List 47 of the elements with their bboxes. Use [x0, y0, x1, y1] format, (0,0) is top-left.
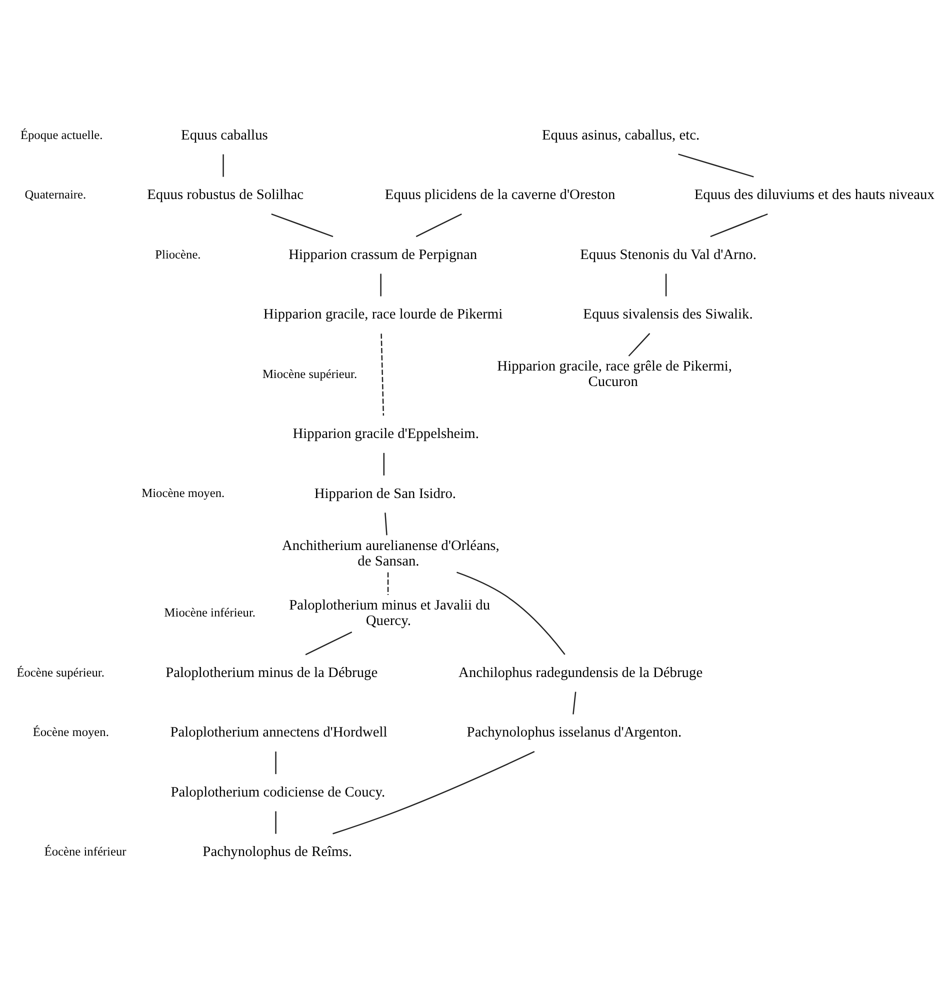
connector: [387, 572, 389, 594]
node-text: Anchitherium aurelianense d'Orléans, de Sansan.: [282, 537, 500, 569]
node-text: Equus sivalensis des Siwalik.: [583, 306, 753, 322]
node-text: Equus asinus, caballus, etc.: [542, 126, 700, 143]
connector: [275, 751, 276, 774]
node-text: Hipparion crassum de Perpignan: [288, 246, 478, 262]
node-text: Paloplotherium minus et Javalii du Quercy.: [289, 597, 490, 628]
node-text: Pachynolophus isselanus d'Argenton.: [466, 724, 682, 740]
connector: [275, 810, 276, 834]
label: Pliocène.: [155, 246, 201, 261]
label: Époque actuelle.: [20, 127, 103, 142]
node-text: Paloplotherium annectens d'Hordwell: [170, 724, 388, 740]
connector: [380, 273, 382, 296]
label: Quaternaire.: [24, 187, 86, 202]
label: Miocène supérieur.: [262, 366, 358, 380]
node-text: Equus Stenonis du Val d'Arno.: [580, 246, 756, 262]
node-text: Hipparion gracile, race lourde de Pikermi: [263, 306, 503, 322]
connector: [628, 332, 650, 356]
connector: [332, 750, 535, 834]
connector: [383, 452, 385, 475]
label: Miocène inférieur.: [164, 605, 256, 620]
connector: [572, 691, 576, 714]
connector: [222, 154, 224, 176]
connector: [665, 273, 667, 296]
node-text: Anchilophus radegundensis de la Débruge: [458, 664, 703, 680]
label: Éocène moyen.: [32, 724, 109, 739]
node-text: Paloplotherium codiciense de Coucy.: [170, 784, 386, 800]
node-text: Equus des diluviums et des hauts niveaux: [694, 186, 934, 203]
label: Éocène supérieur.: [16, 664, 104, 679]
connector: [384, 512, 388, 535]
node-text: Paloplotherium minus de la Débruge: [166, 664, 378, 680]
node-text: Hipparion gracile d'Eppelsheim.: [292, 426, 480, 442]
node-text: Hipparion de San Isidro.: [314, 485, 456, 502]
node-text: Equus caballus: [181, 126, 268, 143]
connector: [456, 571, 566, 654]
node-text: Hipparion gracile, race grêle de Pikermi, Cucuron: [497, 358, 732, 390]
label: Éocène inférieur: [44, 844, 126, 858]
connector: [380, 333, 384, 416]
connector: [678, 153, 754, 177]
node-text: Pachynolophus de Reîms.: [202, 844, 352, 860]
node-text: Equus robustus de Solilhac: [147, 186, 304, 203]
connector: [710, 212, 768, 237]
connector: [305, 631, 352, 655]
node-text: Equus plicidens de la caverne d'Oreston: [384, 186, 616, 203]
label: Miocène moyen.: [142, 486, 225, 500]
connector: [416, 212, 462, 237]
connector: [271, 212, 334, 237]
